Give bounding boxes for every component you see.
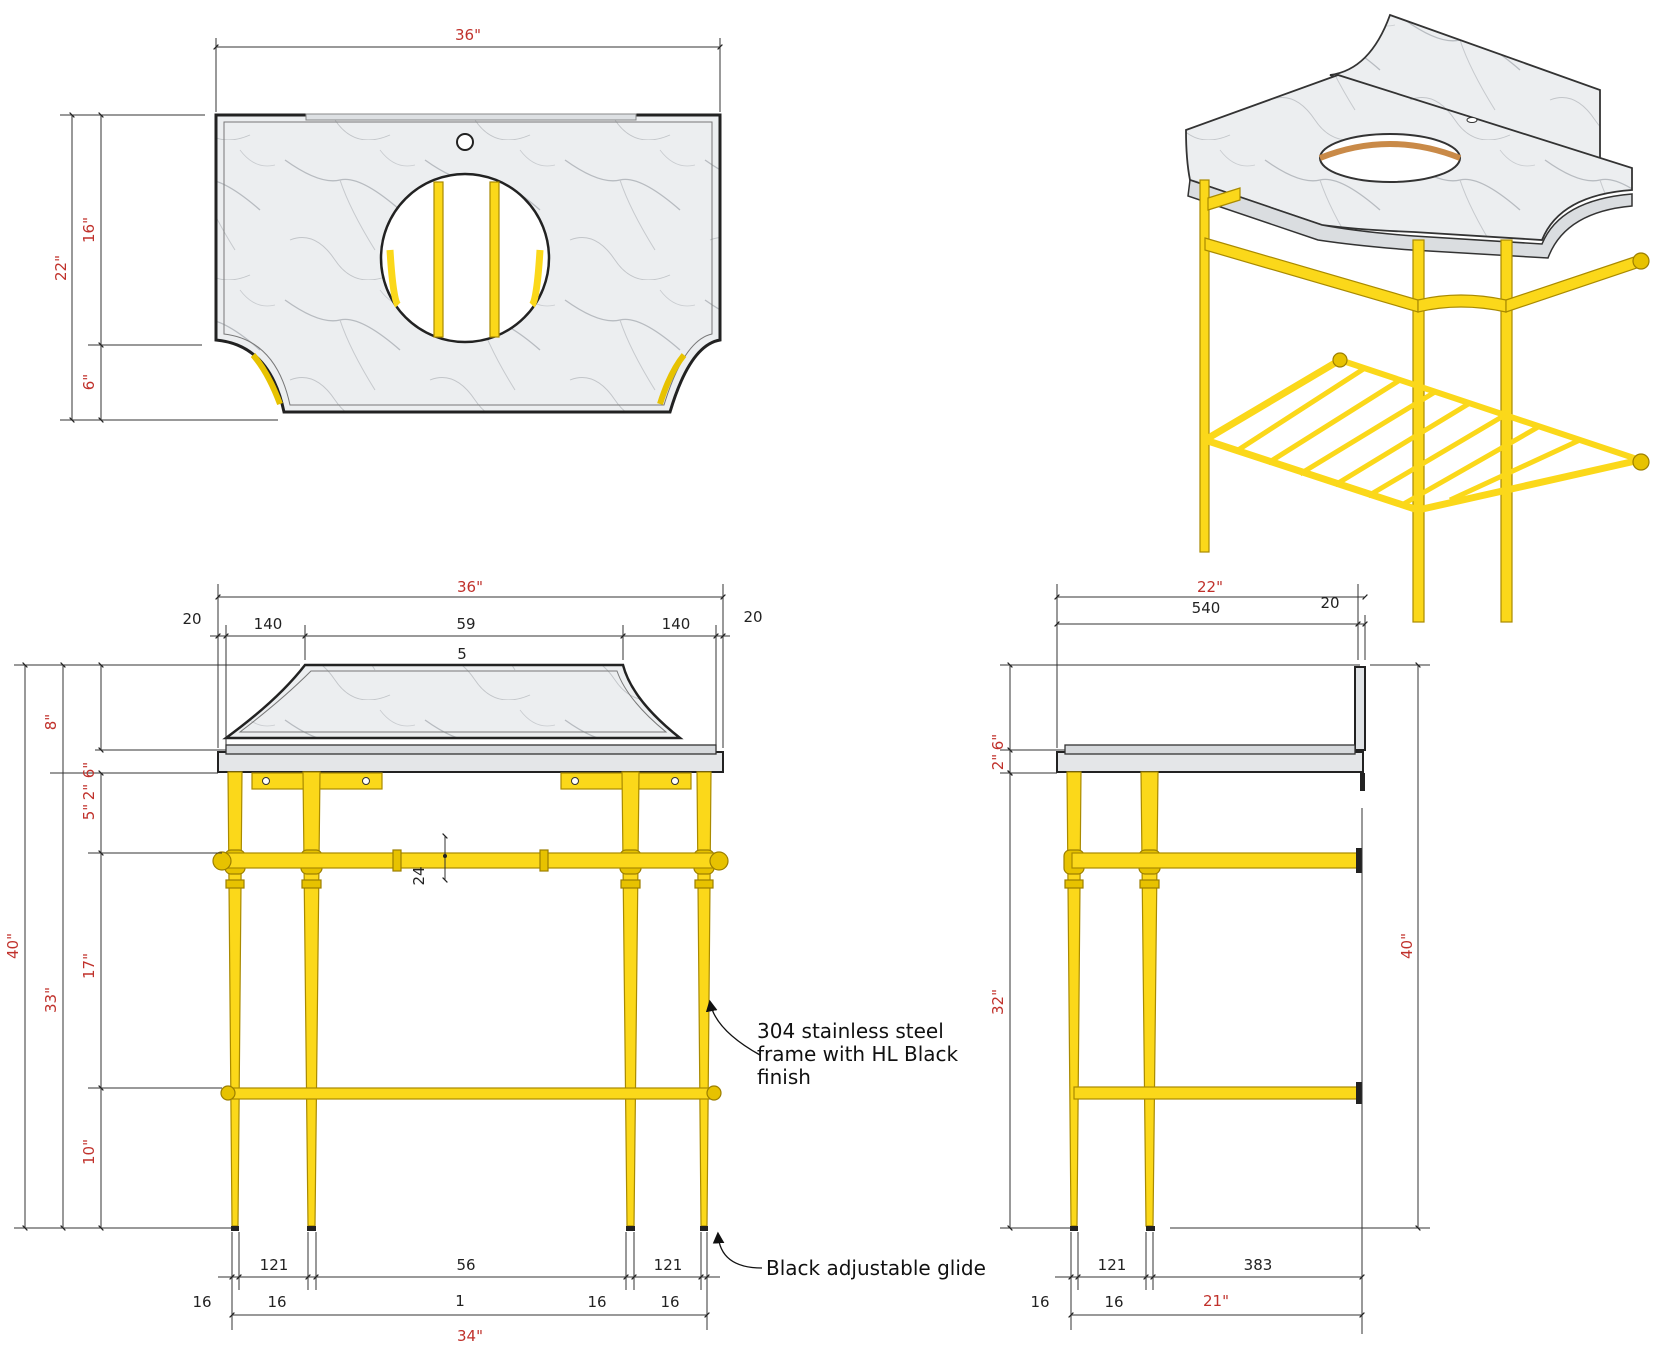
front-height-10: 10": [80, 1139, 98, 1165]
side-bottom-leg-2: 16: [1104, 1293, 1123, 1311]
front-height-top-6: 6": [80, 762, 98, 778]
front-seg-right-gap: 20: [743, 608, 762, 626]
basin-hole: [379, 172, 551, 344]
front-width-label: 36": [457, 578, 483, 596]
side-seg-540: 540: [1192, 599, 1221, 617]
front-backsplash: [222, 663, 684, 740]
side-view: 22" 540 20 2" 6" 32" 40" 16 121: [989, 578, 1430, 1334]
front-height-backsplash: 8": [42, 714, 60, 730]
top-view: 36" 22" 16" 6": [52, 26, 723, 423]
side-height-32: 32": [989, 989, 1007, 1015]
front-bottom-leg-l: 16: [192, 1293, 211, 1311]
side-seg-20: 20: [1320, 594, 1339, 612]
front-countertop: [217, 751, 724, 773]
front-backsplash-thickness: 5: [457, 645, 467, 663]
front-seg-left: 140: [254, 615, 283, 633]
top-depth-lower-label: 6": [80, 374, 98, 390]
top-depth-label: 22": [52, 255, 70, 281]
front-seg-right: 140: [662, 615, 691, 633]
frame-note-line3: finish: [757, 1065, 811, 1089]
side-bottom-121: 121: [1098, 1256, 1127, 1274]
front-height-17: 17": [80, 953, 98, 979]
top-depth-upper-label: 16": [80, 217, 98, 243]
top-width-label: 36": [455, 26, 481, 44]
front-height-top-5: 5": [80, 804, 98, 820]
front-bottom-leg-l2: 16: [267, 1293, 286, 1311]
glide-note: Black adjustable glide: [766, 1256, 986, 1280]
faucet-hole: [456, 133, 474, 151]
side-height-2: 2": [989, 754, 1007, 770]
front-bottom-leg-c: 16: [587, 1293, 606, 1311]
frame-note-line1: 304 stainless steel: [757, 1019, 944, 1043]
front-bottom-121-l: 121: [260, 1256, 289, 1274]
front-height-counter: 33": [42, 987, 60, 1013]
front-height-top-2: 2": [80, 784, 98, 800]
side-countertop: [1056, 751, 1364, 773]
side-height-6: 6": [989, 734, 1007, 750]
side-overall-depth: 22": [1197, 578, 1223, 596]
front-upper-rail: [221, 852, 720, 869]
front-seg-center: 59: [456, 615, 475, 633]
front-height-total: 40": [4, 933, 22, 959]
side-lower-rail: [1073, 1086, 1359, 1100]
side-height-40: 40": [1398, 933, 1416, 959]
front-rail-offset: 24: [410, 866, 428, 885]
side-backsplash: [1354, 666, 1366, 751]
side-bottom-383: 383: [1244, 1256, 1273, 1274]
frame-note-line2: frame with HL Black: [757, 1042, 959, 1066]
front-view: 36" 20 140 59 140 20 5 40" 8" 6" 2": [4, 578, 986, 1345]
front-seg-left-gap: 20: [182, 610, 201, 628]
front-bottom-56: 56: [456, 1256, 475, 1274]
side-bottom-total: 21": [1203, 1292, 1229, 1310]
side-bottom-leg-1: 16: [1030, 1293, 1049, 1311]
front-bottom-total: 34": [457, 1327, 483, 1345]
front-lower-rail: [229, 1087, 713, 1100]
front-bottom-gap: 1: [455, 1292, 465, 1310]
front-bottom-leg-r: 16: [660, 1293, 679, 1311]
side-upper-rail: [1071, 852, 1359, 869]
isometric-view: [1185, 13, 1650, 623]
front-bottom-121-r: 121: [654, 1256, 683, 1274]
